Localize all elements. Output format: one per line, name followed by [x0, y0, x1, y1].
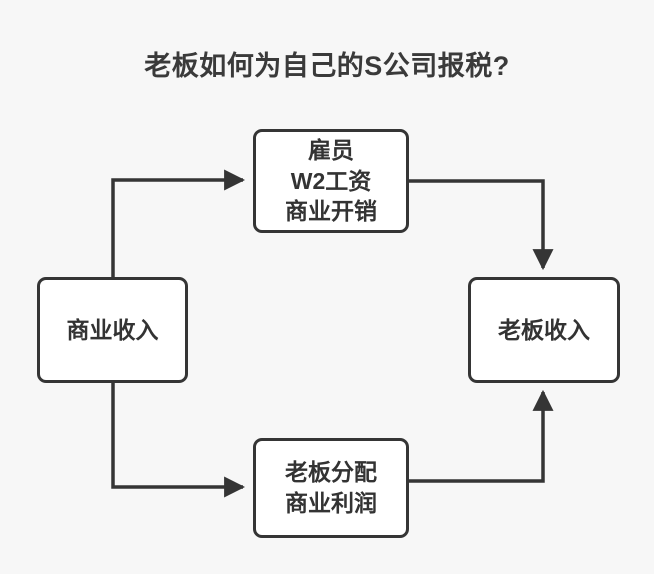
node-employee-line-2: W2工资 — [290, 167, 372, 194]
node-employee-line-3: 商业开销 — [285, 198, 377, 225]
edge-employee-to-owner-income — [409, 179, 554, 271]
edge-business-income-to-employee — [111, 169, 246, 277]
node-owner-income[interactable]: 老板收入 — [468, 277, 620, 383]
node-employee[interactable]: 雇员 W2工资 商业开销 — [253, 129, 409, 233]
node-business-income[interactable]: 商业收入 — [37, 277, 188, 383]
node-owner-distribution-line-2: 商业利润 — [285, 490, 377, 516]
edge-owner-distribution-to-owner-income — [409, 389, 554, 483]
node-employee-line-1: 雇员 — [308, 137, 354, 164]
page-title: 老板如何为自己的S公司报税? — [144, 51, 510, 81]
node-owner-distribution[interactable]: 老板分配 商业利润 — [253, 438, 409, 538]
node-business-income-line-1: 商业收入 — [66, 316, 159, 343]
node-owner-income-line-1: 老板收入 — [498, 316, 590, 343]
edge-business-income-to-owner-distribution — [111, 383, 246, 498]
node-owner-distribution-line-1: 老板分配 — [285, 459, 377, 486]
